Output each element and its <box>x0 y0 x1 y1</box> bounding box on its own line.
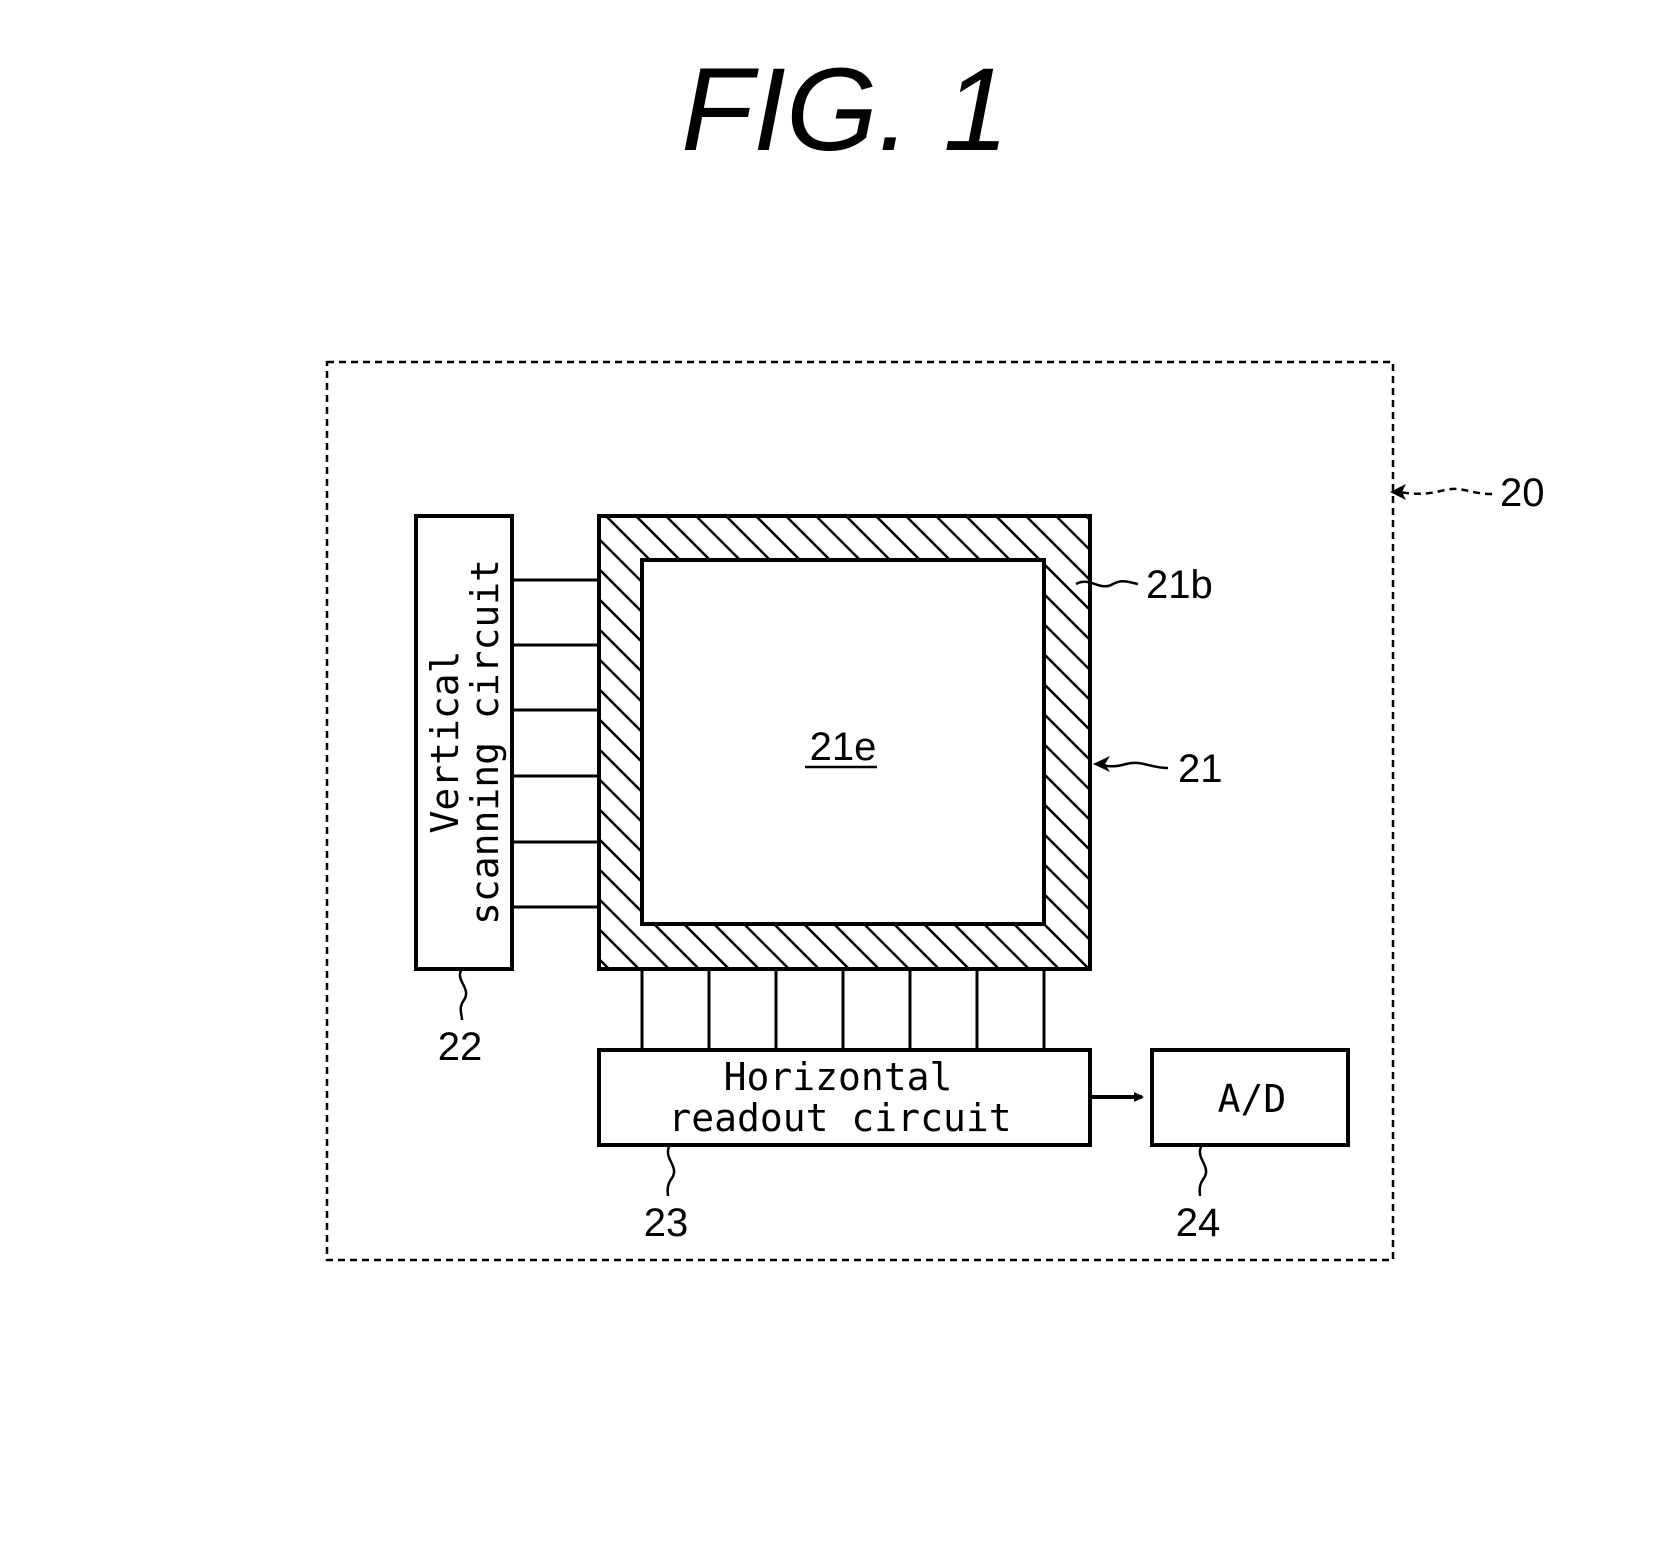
leader-line-20 <box>1398 489 1492 494</box>
leader-line-22 <box>460 969 466 1020</box>
leader-arrowhead-21 <box>1093 756 1110 772</box>
leader-line-23 <box>668 1145 674 1196</box>
ref-label-21b: 21b <box>1146 563 1213 607</box>
row-lines <box>512 580 599 907</box>
leader-line-21 <box>1100 763 1168 768</box>
ref-label-22: 22 <box>438 1025 483 1069</box>
vertical-scanning-label-line1: Vertical <box>423 650 467 833</box>
effective-region-label: 21e <box>810 725 877 769</box>
leader-line-24 <box>1200 1145 1206 1196</box>
ref-label-24: 24 <box>1176 1201 1221 1245</box>
vertical-scanning-label-line2: scanning circuit <box>463 559 507 925</box>
ref-label-23: 23 <box>644 1201 689 1245</box>
column-lines <box>642 969 1044 1050</box>
ref-label-20: 20 <box>1500 471 1545 515</box>
figure-title: FIG. 1 <box>681 44 1009 176</box>
ref-label-21: 21 <box>1178 747 1223 791</box>
horizontal-readout-label-line1: Horizontal <box>724 1055 953 1099</box>
ad-converter-label: A/D <box>1218 1077 1287 1121</box>
horizontal-readout-label-line2: readout circuit <box>668 1096 1011 1140</box>
